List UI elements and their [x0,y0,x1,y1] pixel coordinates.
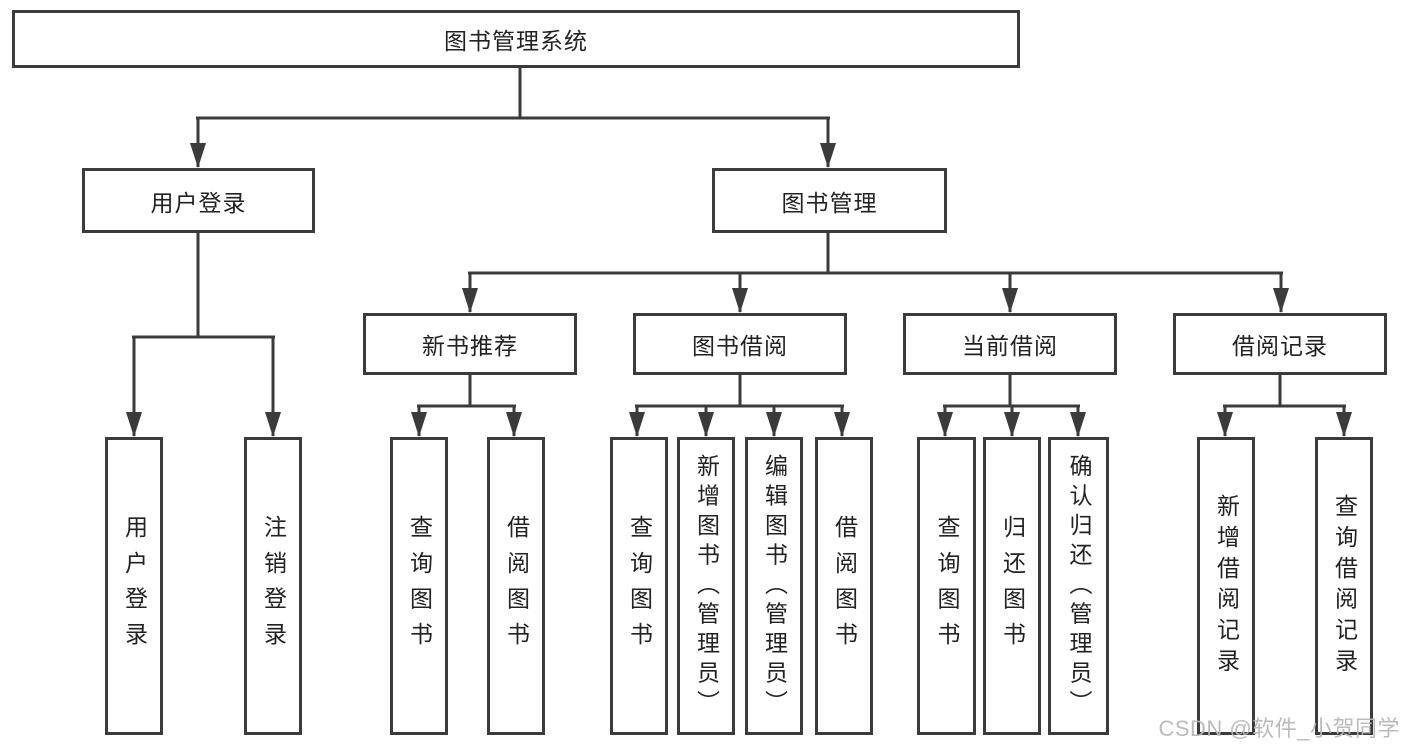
leaf-logout: 注销登录 [244,437,302,735]
csdn-watermark: CSDN @软件_小贺同学 [1158,716,1400,741]
leaf-user-login: 用户登录 [105,437,163,735]
leaf-query-books: 查询图书 [610,437,668,735]
node-user-login: 用户登录 [82,168,315,233]
leaf-confirm-return-admin: 确认归还（管理员） [1048,437,1109,735]
node-label: 借阅记录 [1232,333,1328,359]
leaf-label: 新增借阅记录 [1213,493,1240,679]
node-label: 新书推荐 [422,333,518,359]
leaf-return-books: 归还图书 [983,437,1041,735]
node-label: 图书借阅 [692,333,788,359]
leaf-label: 借阅图书 [503,514,530,658]
leaf-add-borrow-record: 新增借阅记录 [1197,437,1255,735]
leaf-label: 编辑图书（管理员） [761,453,788,719]
node-new-book-recommendation: 新书推荐 [363,313,577,375]
leaf-edit-books-admin: 编辑图书（管理员） [745,437,803,735]
leaf-label: 确认归还（管理员） [1066,453,1092,719]
node-label: 图书管理 [781,189,878,216]
node-current-borrowing: 当前借阅 [903,313,1117,375]
node-borrowing-records: 借阅记录 [1173,313,1387,375]
leaf-query-books: 查询图书 [390,437,448,735]
leaf-borrow-books: 借阅图书 [487,437,545,735]
node-label: 当前借阅 [962,333,1058,359]
leaf-label: 查询图书 [934,514,960,658]
leaf-label: 用户登录 [121,514,148,658]
leaf-label: 归还图书 [999,514,1026,658]
node-book-management: 图书管理 [712,168,947,233]
node-library-management-system: 图书管理系统 [12,10,1020,68]
leaf-label: 查询图书 [626,514,653,658]
leaf-query-books: 查询图书 [917,437,976,735]
leaf-label: 查询借阅记录 [1331,493,1358,679]
leaf-borrow-books: 借阅图书 [815,437,873,735]
leaf-label: 借阅图书 [831,514,858,658]
leaf-label: 注销登录 [260,514,287,658]
leaf-query-borrow-record: 查询借阅记录 [1315,437,1373,735]
node-book-borrowing: 图书借阅 [633,313,847,375]
node-label: 用户登录 [150,189,247,216]
leaf-add-books-admin: 新增图书（管理员） [677,437,735,735]
leaf-label: 新增图书（管理员） [693,453,720,719]
node-label: 图书管理系统 [444,28,588,54]
leaf-label: 查询图书 [406,514,433,658]
